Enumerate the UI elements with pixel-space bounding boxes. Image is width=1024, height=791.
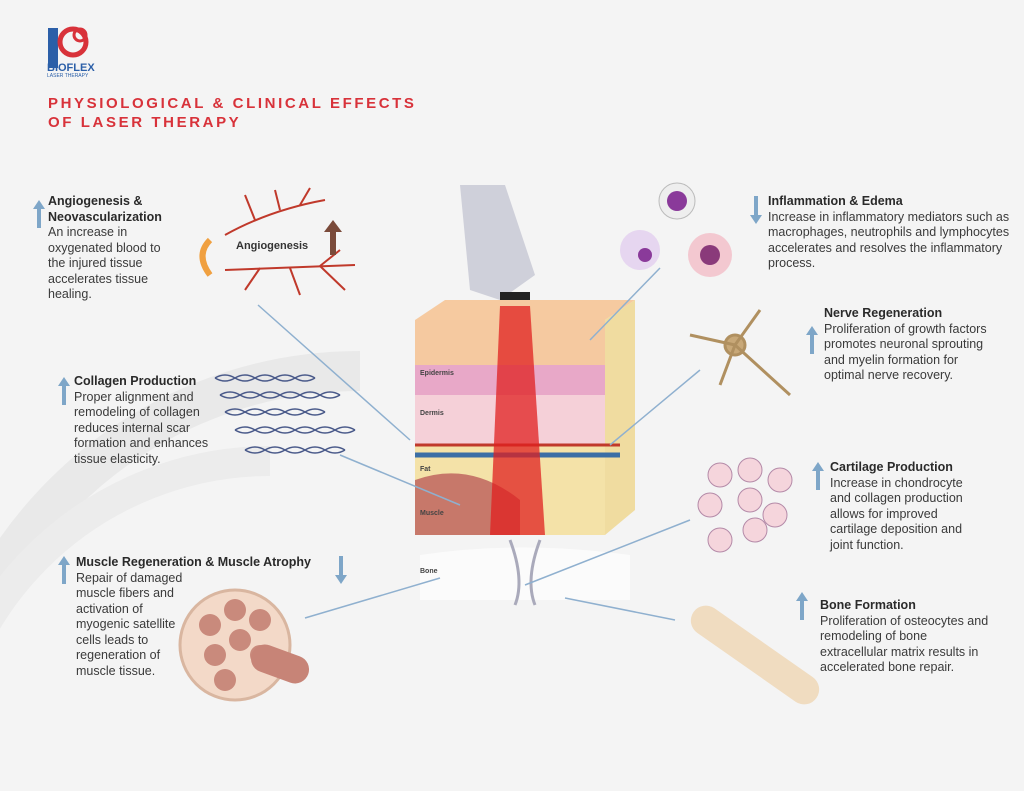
up-arrow-icon	[324, 220, 342, 255]
up-arrow-icon	[806, 326, 818, 354]
logo-text: BIOFLEX	[47, 62, 95, 74]
inflammatory-cells	[620, 182, 732, 277]
layer-label: Fat	[420, 466, 431, 473]
layer-label: Epidermis	[420, 370, 454, 377]
laser-device	[460, 185, 535, 306]
up-arrow-icon	[812, 462, 824, 490]
nerve-cell	[689, 309, 792, 397]
up-arrow-icon	[58, 556, 70, 584]
up-arrow-icon	[33, 200, 45, 228]
down-arrow-icon	[750, 196, 762, 224]
pointer-lines	[257, 267, 701, 621]
down-arrow-icon	[335, 556, 347, 584]
collagen-illustration	[214, 374, 356, 454]
bone-illustration	[690, 605, 820, 705]
layer-label: Bone	[420, 568, 438, 575]
logo-mark	[48, 26, 89, 68]
cartilage-cells	[697, 457, 793, 553]
muscle-illustration	[178, 588, 310, 702]
angiogenesis-label: Angiogenesis	[236, 240, 309, 252]
layer-label: Muscle	[420, 510, 444, 517]
cycle-arrow-icon	[199, 237, 213, 277]
logo-subtext: LASER THERAPY	[47, 73, 89, 79]
up-arrow-icon	[796, 592, 808, 620]
layer-label: Dermis	[420, 410, 444, 417]
skin-cross-section	[415, 300, 635, 606]
angiogenesis-illustration	[224, 187, 356, 296]
up-arrow-icon	[58, 377, 70, 405]
